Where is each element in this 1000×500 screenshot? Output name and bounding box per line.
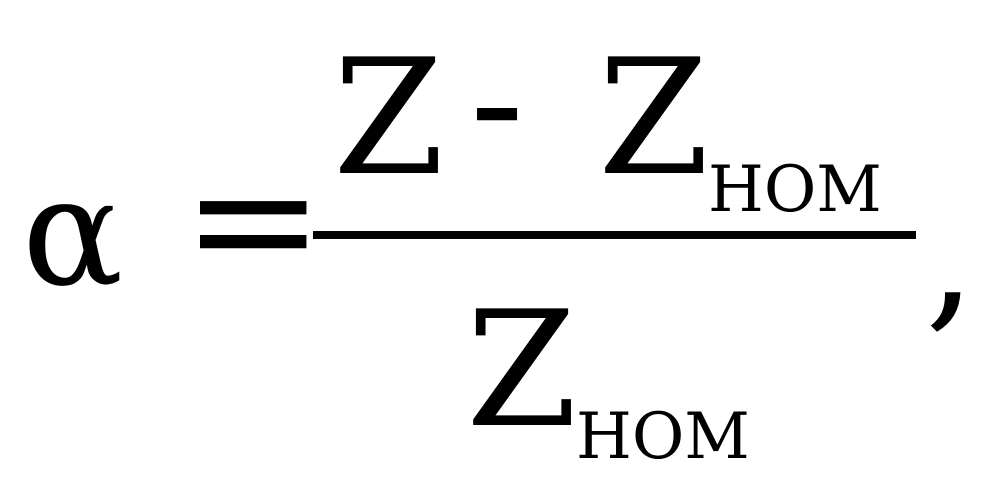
numerator-z-nom: Z xyxy=(598,24,710,211)
numerator-minus: - xyxy=(470,8,525,195)
trailing-comma: , xyxy=(925,161,976,348)
fraction-bar xyxy=(313,231,916,239)
equals-sign: = xyxy=(182,121,325,319)
denominator-z: Z xyxy=(466,276,578,463)
denominator-subscript: НОМ xyxy=(576,400,750,474)
alpha-symbol: α xyxy=(22,146,124,320)
numerator-subscript: НОМ xyxy=(708,153,882,227)
numerator-z: Z xyxy=(333,24,445,211)
